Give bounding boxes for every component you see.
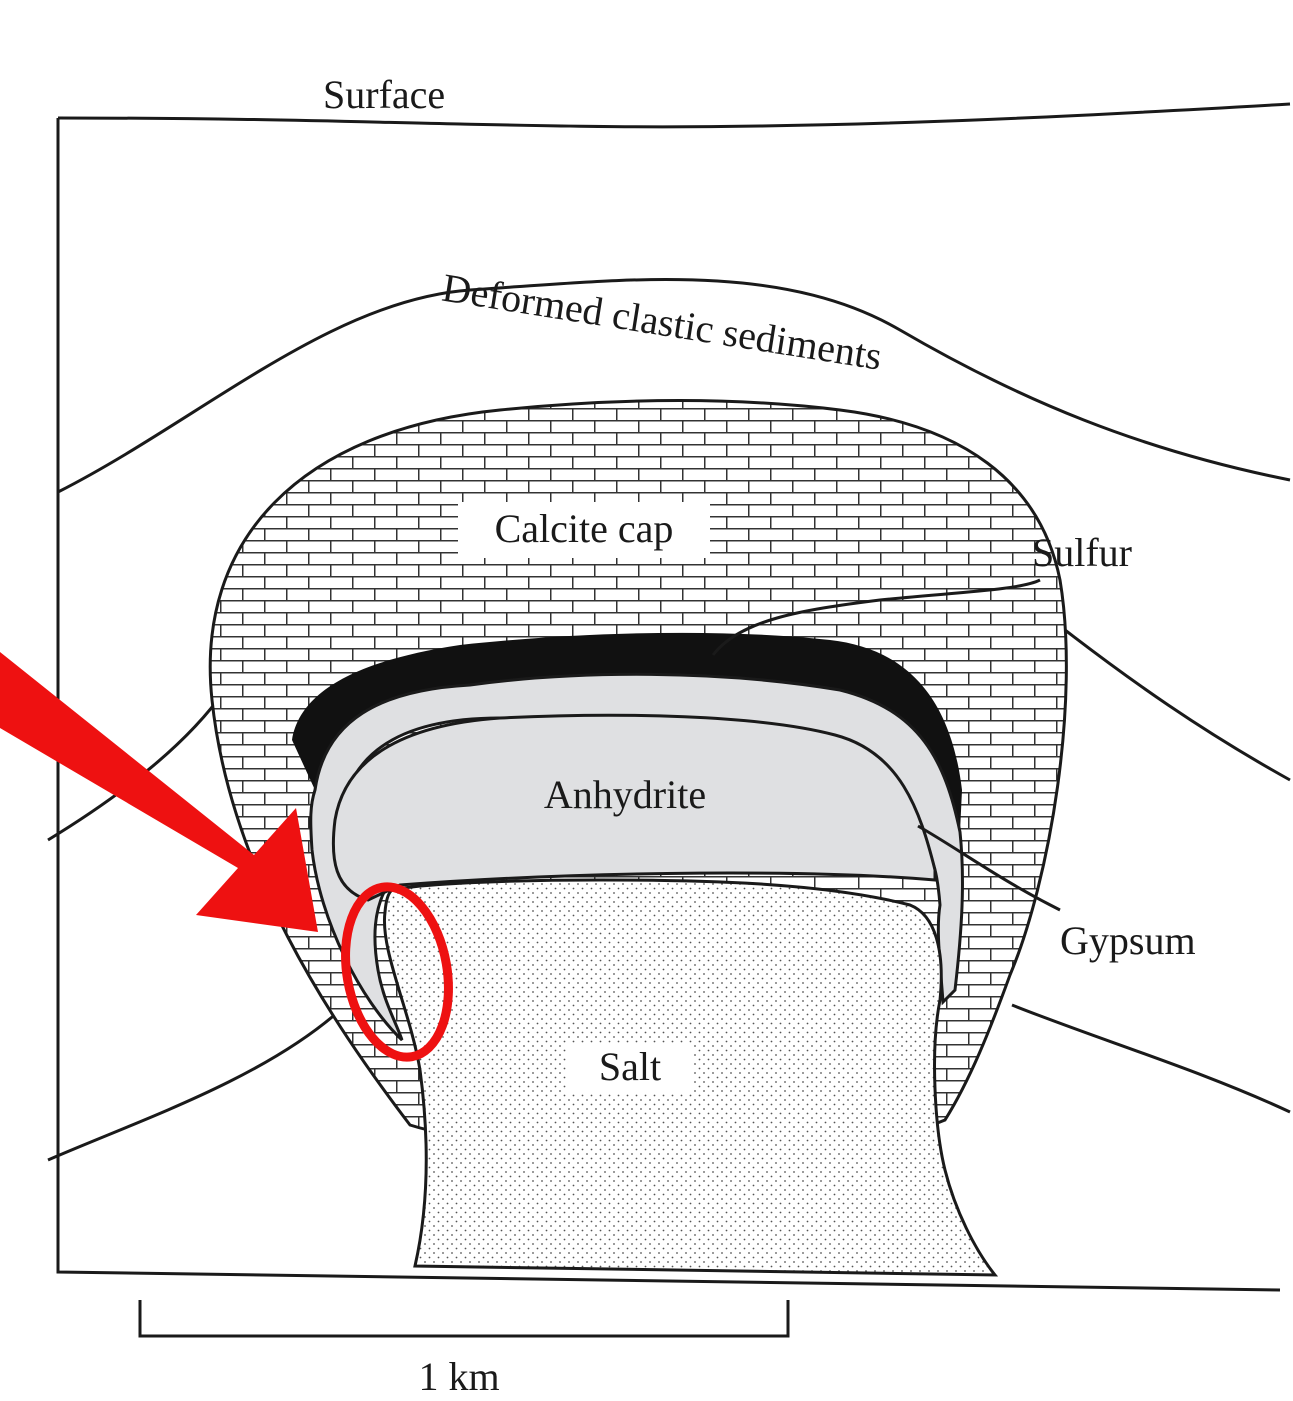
deformed-sediments-label: Deformed clastic sediments: [439, 265, 885, 379]
gypsum-label: Gypsum: [1060, 918, 1196, 963]
right-stratum-line-1: [1065, 630, 1290, 780]
left-stratum-line-2: [48, 1012, 338, 1160]
salt-label: Salt: [599, 1044, 661, 1089]
surface-label: Surface: [323, 72, 445, 117]
right-stratum-line-2: [1012, 1005, 1290, 1112]
scale-bar-label: 1 km: [418, 1354, 499, 1399]
scale-bar: [140, 1300, 788, 1336]
calcite-cap-label: Calcite cap: [495, 506, 674, 551]
anhydrite-label: Anhydrite: [544, 772, 706, 817]
sulfur-label: Sulfur: [1032, 530, 1132, 575]
surface-line: [58, 104, 1290, 127]
